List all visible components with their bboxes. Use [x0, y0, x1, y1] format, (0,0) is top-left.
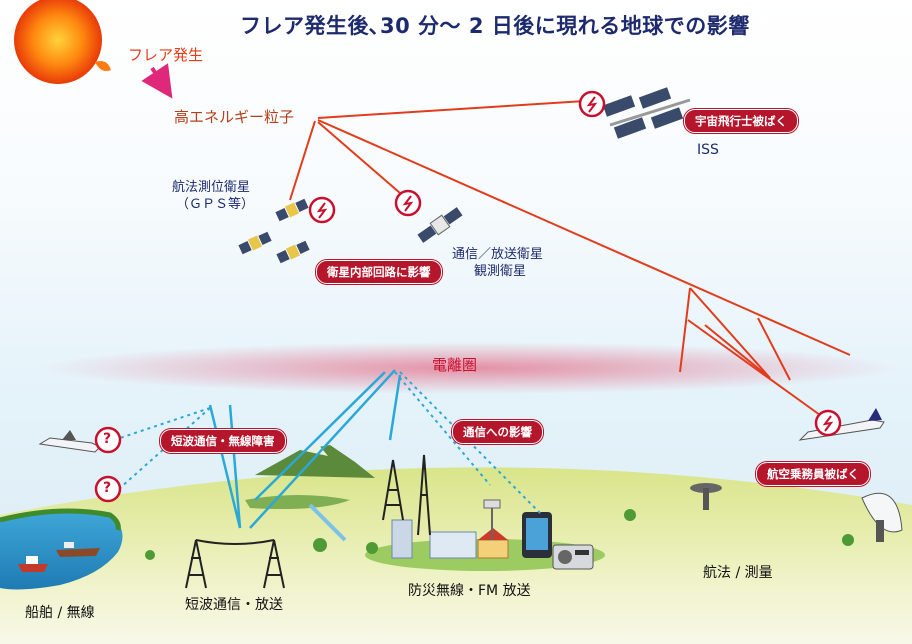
observation-satellite-label: 観測衛星	[474, 264, 527, 279]
flare-arrow	[141, 63, 173, 99]
shortwave-disruption-badge: 短波通信・無線障害	[160, 429, 286, 453]
airplane-icon	[38, 430, 101, 453]
smartphone-icon	[522, 512, 552, 558]
page-title: フレア発生後､30 分～ 2 日後に現れる地球での影響	[240, 14, 750, 38]
ship-icon	[18, 542, 100, 572]
tree-icons	[145, 509, 854, 560]
shortwave-antenna-icon	[185, 539, 285, 589]
question-icons	[94, 426, 122, 503]
iss-satellite-icon	[602, 87, 691, 139]
radio-tower-icon	[382, 454, 431, 536]
particles-label: 高エネルギー粒子	[174, 108, 295, 126]
sun-icon	[14, 0, 111, 84]
comms-satellite-label: 通信／放送衛星	[452, 247, 544, 262]
disaster-radio-label: 防災無線・FM 放送	[408, 583, 531, 599]
gps-label: 航法測位衛星	[172, 180, 251, 195]
loudspeaker-icon	[483, 499, 501, 540]
question-mark-1: ?	[103, 431, 112, 447]
iss-label: ISS	[697, 142, 719, 158]
survey-marker-icon	[690, 483, 722, 510]
parabolic-antenna-icon	[861, 492, 903, 542]
gps-satellite-icons	[238, 198, 310, 264]
airliner-icon	[798, 408, 885, 441]
satellite-circuit-badge: 衛星内部回路に影響	[316, 260, 442, 284]
lightning-glyphs	[316, 96, 834, 432]
question-mark-2: ?	[103, 480, 112, 496]
astronaut-exposure-badge: 宇宙飛行士被ばく	[684, 109, 798, 133]
ship-radio-label: 船舶 / 無線	[25, 605, 95, 621]
navigation-survey-label: 航法 / 測量	[703, 565, 773, 581]
communication-impact-badge: 通信への影響	[452, 420, 543, 444]
shortwave-paths	[208, 369, 402, 529]
comms-satellite-icon	[417, 207, 463, 243]
ionosphere-band	[40, 342, 900, 394]
shortwave-broadcast-label: 短波通信・放送	[185, 597, 283, 613]
crew-exposure-badge: 航空乗務員被ばく	[756, 462, 870, 486]
flare-label: フレア発生	[128, 46, 204, 64]
ionosphere-label: 電離圏	[432, 356, 478, 374]
gps-sub-label: （ＧＰＳ等）	[176, 197, 255, 212]
radio-icon	[552, 544, 594, 570]
particle-rays	[289, 100, 851, 416]
